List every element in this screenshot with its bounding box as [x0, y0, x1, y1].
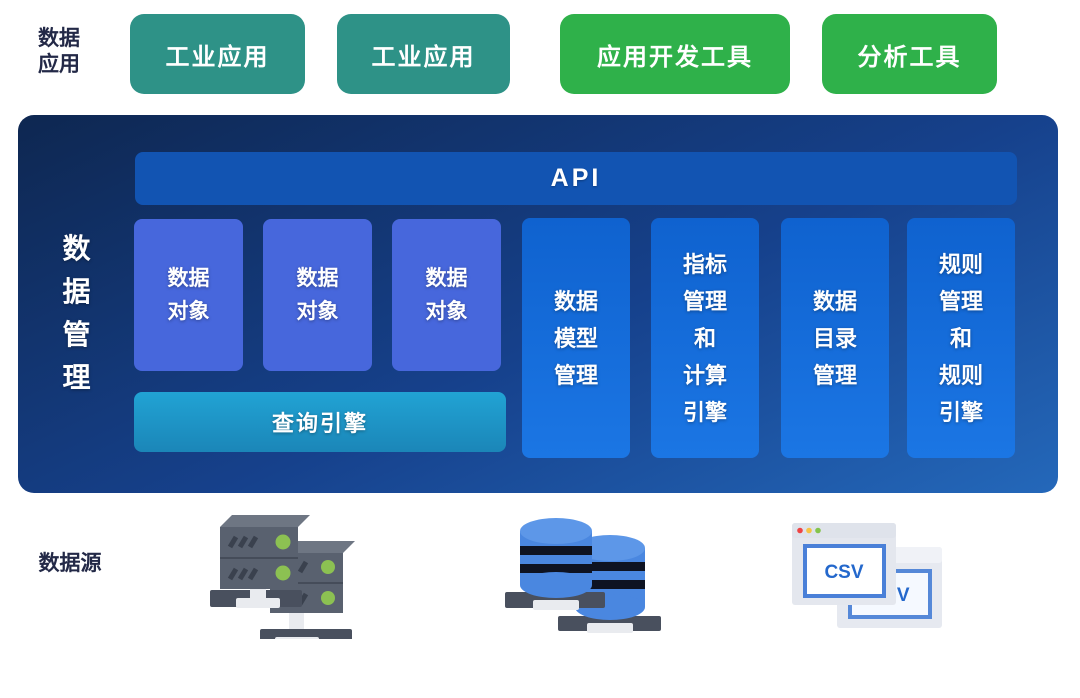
column-rule-mgmt-rule-engine: 规则 管理 和 规则 引擎	[907, 218, 1015, 458]
column-data-catalog-mgmt: 数据 目录 管理	[781, 218, 889, 458]
datasource-label: 数据源	[38, 552, 102, 575]
data-object-block-1: 数据 对象	[134, 219, 243, 371]
data-object-block-2: 数据 对象	[263, 219, 372, 371]
window-dot-yellow	[806, 527, 812, 534]
data-management-panel: 数 据 管 理 API 数据 对象 数据 对象 数据 对象 查询引擎 数据 模型…	[18, 115, 1058, 493]
query-engine-bar: 查询引擎	[134, 392, 506, 452]
button-app-dev-tools: 应用开发工具	[560, 14, 790, 94]
data-object-block-3: 数据 对象	[392, 219, 501, 371]
window-dot-green	[815, 527, 821, 534]
button-analysis-tools: 分析工具	[822, 14, 997, 94]
column-metric-mgmt-compute-engine: 指标 管理 和 计算 引擎	[651, 218, 759, 458]
app-layer-label: 数据 应用	[38, 27, 80, 76]
button-industrial-app-1: 工业应用	[130, 14, 305, 94]
window-dot-red	[797, 527, 803, 534]
api-bar: API	[135, 152, 1017, 205]
column-data-model-mgmt: 数据 模型 管理	[522, 218, 630, 458]
database-front	[505, 518, 605, 610]
csv-label-front: CSV	[824, 562, 863, 583]
server-front	[210, 515, 310, 608]
panel-title-vertical: 数 据 管 理	[62, 233, 91, 393]
server-cluster-icon	[210, 515, 355, 639]
csv-files-icon: CSV CSV	[792, 523, 942, 628]
database-cluster-icon	[505, 518, 661, 633]
csv-window-front: CSV	[792, 523, 896, 605]
button-industrial-app-2: 工业应用	[337, 14, 510, 94]
